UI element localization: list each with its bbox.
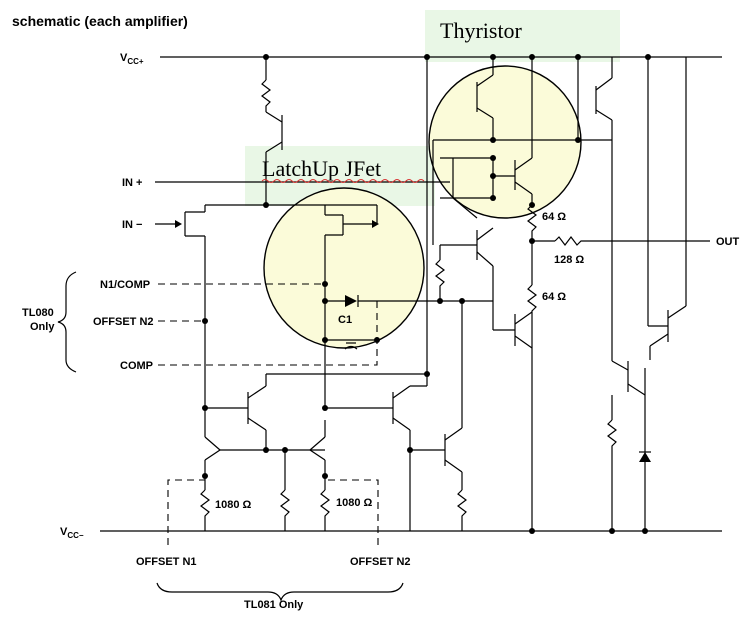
r1080-right-label: 1080 Ω xyxy=(336,497,373,509)
tl081-bracket xyxy=(156,582,404,602)
diode-c1 xyxy=(325,295,493,350)
bias-transistor xyxy=(261,57,283,205)
offset-n2-label: OFFSET N2 xyxy=(93,316,154,328)
tl081-label: TL081 Only xyxy=(244,599,304,611)
in-plus-label: IN + xyxy=(122,177,142,189)
jfet-highlight-circle xyxy=(263,187,425,349)
n1-comp-label: N1/COMP xyxy=(100,279,150,291)
c1-label: C1 xyxy=(338,314,352,326)
output-network xyxy=(527,57,710,531)
junction-dots xyxy=(202,54,651,534)
right-transistor-stage xyxy=(309,57,467,531)
thyristor-highlight-circle xyxy=(428,65,582,219)
r128-label: 128 Ω xyxy=(554,254,584,266)
out-label: OUT xyxy=(716,236,740,248)
tl080-only-label: Only xyxy=(30,321,55,333)
tl080-bracket xyxy=(57,271,77,373)
offset-n1-bottom-label: OFFSET N1 xyxy=(136,556,197,568)
diagram-title: schematic (each amplifier) xyxy=(12,13,188,29)
vcc-plus-label: VCC+ xyxy=(120,52,144,66)
latchup-jfet-cluster xyxy=(266,204,379,408)
in-minus-arrow xyxy=(175,220,182,228)
offset-n2-bottom-dashed xyxy=(325,479,379,545)
r1080-left-label: 1080 Ω xyxy=(215,499,252,511)
latchup-jfet-annotation: LatchUp JFet xyxy=(262,156,381,181)
offset-n1-dashed xyxy=(167,479,205,545)
thyristor-cluster xyxy=(432,57,612,245)
tl080-label: TL080 xyxy=(22,307,54,319)
driver-transistors xyxy=(435,227,533,349)
left-transistor-stage xyxy=(200,373,427,531)
comp-dashed xyxy=(158,301,378,366)
vcc-minus-label: VCC− xyxy=(60,526,84,540)
output-stage xyxy=(607,57,687,531)
in-minus-label: IN − xyxy=(122,219,142,231)
thyristor-annotation: Thyristor xyxy=(440,18,523,43)
comp-label: COMP xyxy=(120,360,153,372)
r64-top-label: 64 Ω xyxy=(542,211,566,223)
thyristor-label-box xyxy=(425,10,620,62)
input-jfet-left xyxy=(184,204,266,420)
r64-bottom-label: 64 Ω xyxy=(542,291,566,303)
offset-n2-bottom-label: OFFSET N2 xyxy=(350,556,411,568)
spellcheck-squiggle xyxy=(261,179,425,183)
